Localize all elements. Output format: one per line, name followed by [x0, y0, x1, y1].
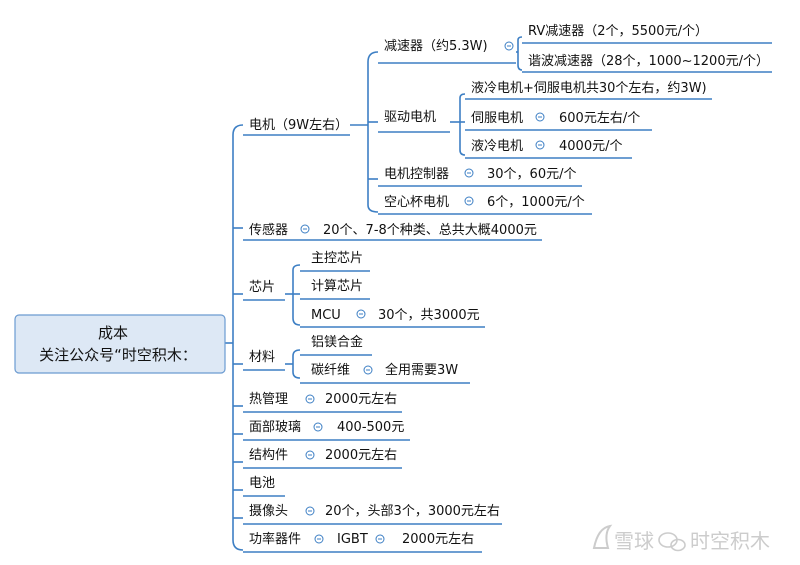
collapse-icon[interactable] [313, 422, 323, 432]
node-carbon-fiber-detail[interactable]: 全用需要3W [385, 362, 458, 378]
node-camera[interactable]: 摄像头 [249, 504, 288, 519]
collapse-icon[interactable] [305, 506, 315, 516]
node-hydraulic-motor[interactable]: 液冷电机 [471, 139, 523, 154]
node-igbt-detail[interactable]: 2000元左右 [402, 532, 474, 547]
node-hydraulic-motor-price[interactable]: 4000元/个 [559, 139, 622, 154]
collapse-icon[interactable] [464, 196, 474, 206]
root-node[interactable]: 成本 关注公众号“时空积木： [14, 314, 226, 374]
node-rv-reducer[interactable]: RV减速器（2个，5500元/个） [528, 24, 708, 39]
collapse-icon[interactable] [300, 224, 310, 234]
collapse-icon[interactable] [363, 365, 373, 375]
node-servo-motor-price[interactable]: 600元左右/个 [559, 111, 640, 126]
node-motor-controller[interactable]: 电机控制器 [384, 167, 449, 182]
node-sensor[interactable]: 传感器 [249, 222, 288, 238]
node-camera-detail[interactable]: 20个，头部3个，3000元左右 [325, 504, 500, 519]
collapse-icon[interactable] [314, 534, 324, 544]
collapse-icon[interactable] [504, 41, 514, 51]
node-motor[interactable]: 电机（9W左右） [249, 118, 348, 133]
node-motor-total[interactable]: 液冷电机+伺服电机共30个左右，约3W) [471, 81, 707, 96]
collapse-icon[interactable] [305, 394, 315, 404]
root-subtitle: 关注公众号“时空积木： [39, 346, 197, 364]
snowball-logo-icon [592, 524, 613, 549]
collapse-icon[interactable] [464, 168, 474, 178]
node-drive-motor[interactable]: 驱动电机 [384, 110, 436, 125]
node-mcu[interactable]: MCU [311, 308, 341, 323]
node-structure[interactable]: 结构件 [249, 448, 288, 463]
root-title: 成本 [98, 324, 128, 342]
node-coreless-motor[interactable]: 空心杯电机 [384, 195, 449, 210]
node-face-glass-detail[interactable]: 400-500元 [337, 420, 404, 435]
node-power-device[interactable]: 功率器件 [249, 531, 301, 547]
node-material[interactable]: 材料 [249, 350, 275, 365]
node-coreless-motor-detail[interactable]: 6个，1000元/个 [487, 195, 585, 210]
node-underlines [243, 42, 772, 553]
node-sensor-detail[interactable]: 20个、7-8个种类、总共大概4000元 [323, 223, 537, 238]
collapse-icon[interactable] [305, 450, 315, 460]
wechat-icon [658, 532, 686, 552]
node-labels: 电机（9W左右） 减速器（约5.3W) RV减速器（2个，5500元/个） 谐波… [249, 24, 769, 547]
node-chip[interactable]: 芯片 [249, 280, 275, 295]
collapse-icon[interactable] [356, 309, 366, 319]
watermark: 雪球 时空积木 [592, 524, 770, 553]
node-carbon-fiber[interactable]: 碳纤维 [311, 363, 350, 378]
node-igbt[interactable]: IGBT [337, 532, 368, 547]
node-motor-controller-detail[interactable]: 30个，60元/个 [487, 167, 576, 182]
node-battery[interactable]: 电池 [249, 476, 275, 491]
node-servo-motor[interactable]: 伺服电机 [471, 111, 523, 126]
collapse-icons [300, 41, 545, 544]
watermark-account: 时空积木 [690, 529, 770, 553]
node-mcu-detail[interactable]: 30个，共3000元 [378, 308, 480, 323]
node-harmonic-reducer[interactable]: 谐波减速器（28个，1000~1200元/个） [528, 54, 769, 69]
node-al-mg-alloy[interactable]: 铝镁合金 [311, 334, 363, 350]
node-thermal-detail[interactable]: 2000元左右 [325, 392, 397, 407]
watermark-brand: 雪球 [614, 529, 654, 553]
collapse-icon[interactable] [375, 534, 385, 544]
node-compute-chip[interactable]: 计算芯片 [311, 279, 363, 294]
connector-lines [225, 36, 523, 551]
node-thermal[interactable]: 热管理 [249, 392, 288, 407]
node-reducer[interactable]: 减速器（约5.3W) [384, 39, 488, 54]
collapse-icon[interactable] [535, 112, 545, 122]
node-face-glass[interactable]: 面部玻璃 [249, 420, 301, 435]
node-structure-detail[interactable]: 2000元左右 [325, 448, 397, 463]
node-main-chip[interactable]: 主控芯片 [311, 251, 363, 266]
collapse-icon[interactable] [535, 140, 545, 150]
